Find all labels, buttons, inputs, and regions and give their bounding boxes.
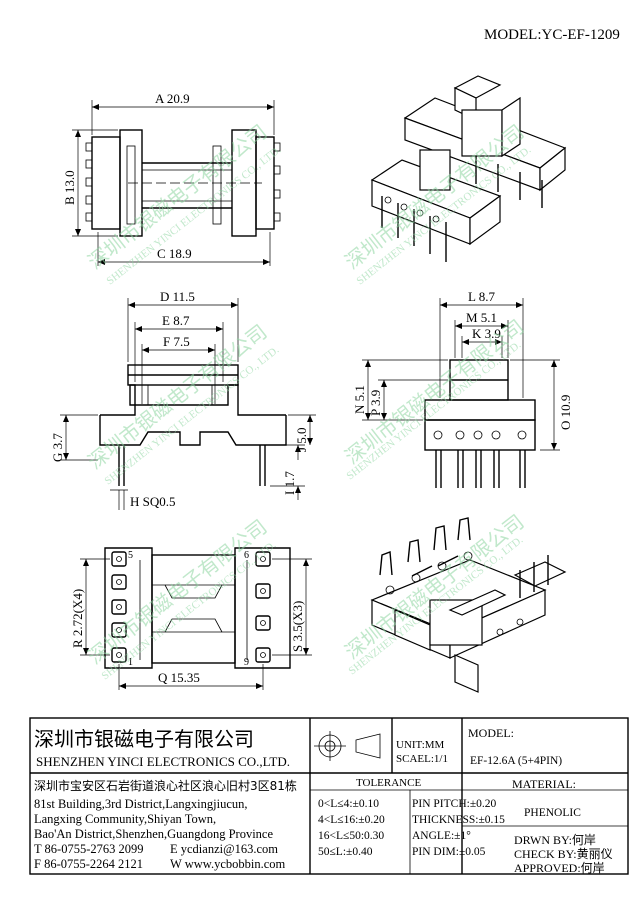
website: W www.ycbobbin.com [170, 857, 286, 871]
material-heading: MATERIAL: [512, 777, 576, 791]
tolerance-1: 0<L≤4:±0.10 [318, 798, 379, 810]
tolerance-2: 4<L≤16:±0.20 [318, 814, 385, 826]
tolerance-heading: TOLERANCE [356, 777, 421, 789]
material-value: PHENOLIC [524, 807, 581, 819]
address-en-2: Langxing Community,Shiyan Town, [34, 812, 216, 826]
watermark-cn-5: 深圳市银磁电子有限公司 [83, 515, 271, 669]
email: E ycdianzi@163.com [170, 842, 278, 856]
dim-s: S 3.5(X3) [290, 601, 305, 652]
dim-c: C 18.9 [157, 246, 192, 261]
iso-view-bottom [370, 517, 567, 693]
dim-g: G 3.7 [50, 433, 65, 462]
pin-label-1: 1 [128, 657, 133, 668]
model-value: EF-12.6A (5+4PIN) [470, 755, 562, 767]
dim-d: D 11.5 [160, 289, 195, 304]
drawn-by: DRWN BY:何岸 [514, 833, 596, 847]
approved-by: APPROVED:何岸 [514, 861, 605, 875]
angle: ANGLE:±1° [412, 830, 471, 842]
pin-pitch: PIN PITCH:±0.20 [412, 798, 497, 810]
dim-j: J 5.0 [294, 427, 309, 452]
pin-label-5: 5 [128, 550, 133, 561]
fax: F 86-0755-2264 2121 [34, 857, 143, 871]
dim-m: M 5.1 [466, 310, 497, 325]
address-en-3: Bao'An District,Shenzhen,Guangdong Provi… [34, 827, 273, 841]
model-label: MODEL:YC-EF-1209 [484, 27, 620, 43]
pin-label-9: 9 [244, 657, 249, 668]
tolerance-3: 16<L≤50:0.30 [318, 830, 384, 842]
title-block: 深圳市银磁电子有限公司 SHENZHEN YINCI ELECTRONICS C… [29, 717, 629, 875]
tolerance-4: 50≤L:±0.40 [318, 846, 373, 858]
dim-b: B 13.0 [62, 170, 77, 205]
dim-e: E 8.7 [162, 313, 190, 328]
thickness: THICKNESS:±0.15 [412, 814, 505, 826]
dim-k: K 3.9 [472, 326, 501, 341]
address-cn: 深圳市宝安区石岩街道浪心社区浪心旧村3区81栋 [34, 778, 297, 793]
dim-l: L 8.7 [468, 289, 495, 304]
top-view: A 20.9 B 13.0 C 18.9 [62, 91, 281, 266]
scale: SCAEL:1/1 [396, 753, 448, 765]
model-heading: MODEL: [468, 726, 514, 740]
dim-f: F 7.5 [163, 334, 190, 349]
pin-dim: PIN DIM:±0.05 [412, 846, 486, 858]
dim-a: A 20.9 [155, 91, 190, 106]
projection-symbol [314, 731, 381, 761]
pin-label-6: 6 [244, 550, 249, 561]
dim-i: I 1.7 [282, 471, 297, 495]
company-name-cn: 深圳市银磁电子有限公司 [34, 727, 254, 751]
dim-q: Q 15.35 [158, 670, 200, 685]
iso-view-top [370, 75, 567, 262]
dim-o: O 10.9 [558, 395, 573, 430]
front-view: D 11.5 E 8.7 F 7.5 G 3.7 H SQ0.5 I 1.7 J… [50, 289, 316, 510]
company-name-en: SHENZHEN YINCI ELECTRONICS CO.,LTD. [36, 754, 290, 769]
bottom-view: 5 1 6 9 R 2.72(X4) S 3.5(X3) Q 15.35 [70, 547, 312, 690]
dim-h: H SQ0.5 [130, 494, 176, 509]
address-en-1: 81st Building,3rd District,Langxingjiucu… [34, 797, 248, 811]
dim-p: P 3.9 [368, 390, 383, 416]
side-view: L 8.7 M 5.1 K 3.9 N 5.1 P 3.9 O 10.9 [352, 289, 573, 488]
check-by: CHECK BY:黄丽仪 [514, 847, 613, 861]
dim-r: R 2.72(X4) [70, 589, 85, 648]
dim-n: N 5.1 [352, 385, 367, 414]
telephone: T 86-0755-2763 2099 [34, 842, 144, 856]
unit: UNIT:MM [396, 739, 445, 751]
